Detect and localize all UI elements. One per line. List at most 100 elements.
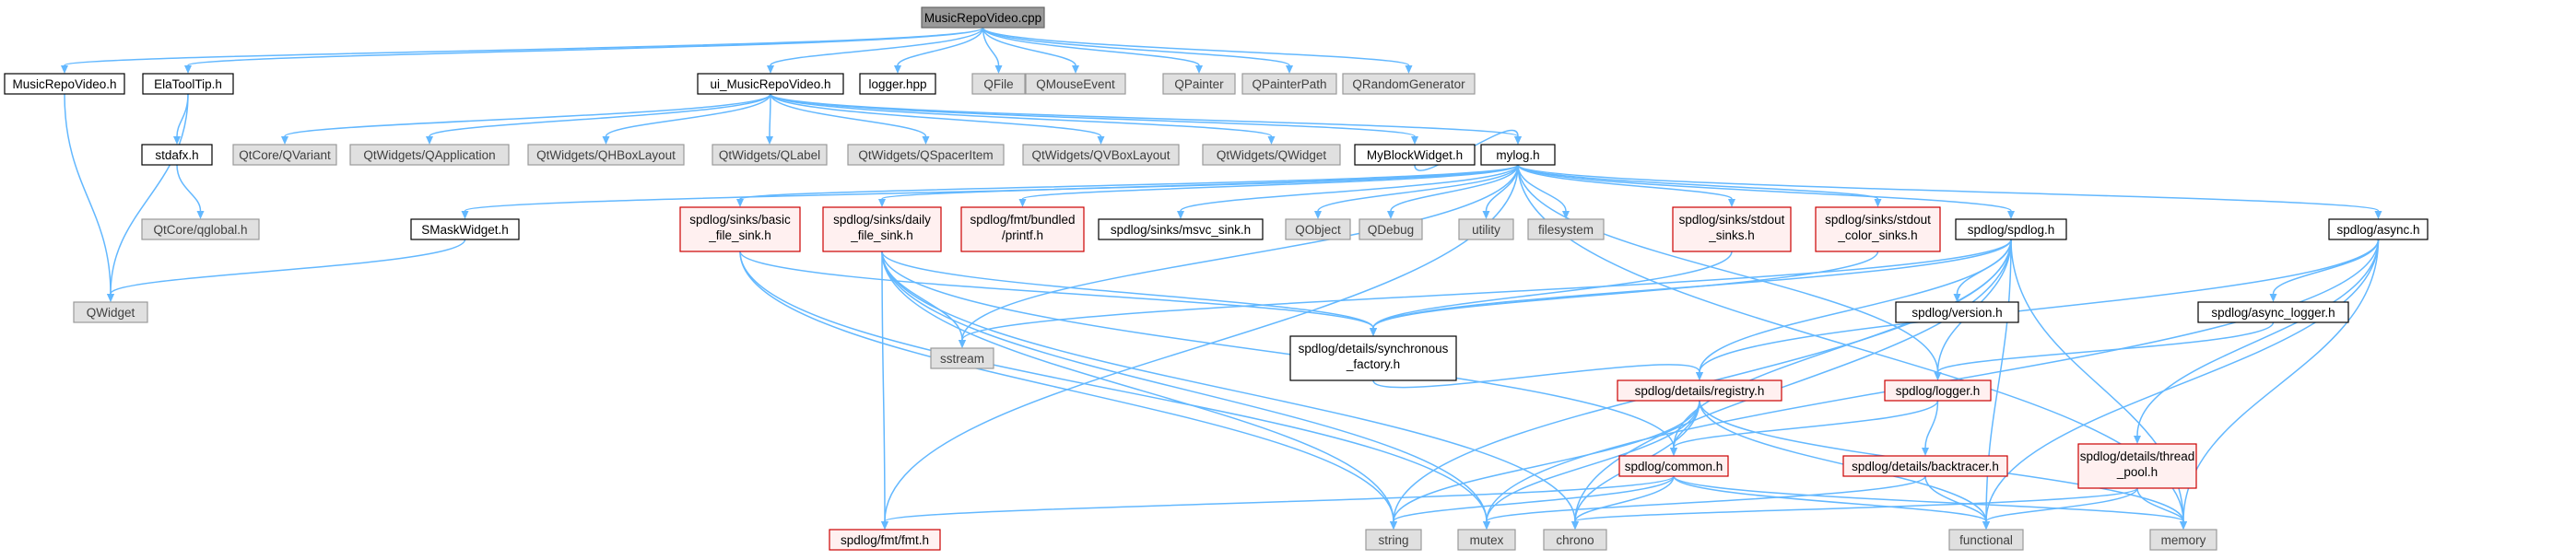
edge-arrowhead	[1514, 136, 1522, 145]
edge-arrowhead	[994, 65, 1003, 74]
node-myblockwidget-h[interactable]: MyBlockWidget.h	[1354, 144, 1476, 166]
node-label: spdlog/sinks/msvc_sink.h	[1111, 223, 1251, 237]
node-musicrepovideo-cpp[interactable]: MusicRepoVideo.cpp	[921, 6, 1045, 29]
edge-arrowhead	[1411, 136, 1418, 145]
edge-arrowhead	[1696, 372, 1703, 380]
node-box	[1457, 529, 1516, 551]
node-synchronous-factory-h[interactable]: spdlog/details/synchronous_factory.h	[1289, 335, 1457, 381]
edge-arrowhead	[1405, 65, 1413, 74]
edge-arrowhead	[1267, 136, 1276, 145]
node-qtcore-qvariant[interactable]: QtCore/QVariant	[232, 144, 337, 166]
node-qtwidgets-qvboxlayout[interactable]: QtWidgets/QVBoxLayout	[1022, 144, 1180, 166]
node-registry-h[interactable]: spdlog/details/registry.h	[1617, 379, 1782, 402]
edge-line	[982, 27, 1410, 66]
node-msvc-sink-h[interactable]: spdlog/sinks/msvc_sink.h	[1098, 218, 1264, 240]
edge-arrowhead	[894, 65, 901, 74]
node-stdout-sinks-h[interactable]: spdlog/sinks/stdout_sinks.h	[1672, 206, 1792, 252]
node-elatooltip-h[interactable]: ElaToolTip.h	[142, 73, 234, 95]
node-label: spdlog/sinks/stdout	[1825, 213, 1931, 227]
include-edge-logger-h-to-common-h	[1670, 400, 1939, 456]
node-qtwidgets-qspaceritem[interactable]: QtWidgets/QSpacerItem	[847, 144, 1005, 166]
include-edge-spdlog-h-to-sstream	[959, 239, 2012, 348]
node-ui-musicrepovideo-h[interactable]: ui_MusicRepoVideo.h	[697, 73, 844, 95]
node-qtcore-qglobal-h[interactable]: QtCore/qglobal.h	[141, 218, 260, 240]
node-label: QtWidgets/QApplication	[363, 148, 495, 162]
node-qmouseevent[interactable]: QMouseEvent	[1025, 73, 1126, 95]
node-async-logger-h[interactable]: spdlog/async_logger.h	[2197, 301, 2349, 323]
node-memory[interactable]: memory	[2149, 529, 2217, 551]
node-label: _factory.h	[1346, 357, 1400, 371]
node-label: sstream	[940, 352, 984, 366]
include-edge-thread-pool-h-to-chrono	[1571, 487, 2138, 530]
include-edge-common-h-to-chrono	[1571, 475, 1675, 530]
node-functional[interactable]: functional	[1948, 529, 2024, 551]
node-label: mylog.h	[1496, 148, 1539, 162]
node-label: _file_sink.h	[708, 228, 771, 242]
edge-line	[770, 27, 984, 66]
node-box	[1285, 218, 1351, 240]
edge-line	[770, 93, 1102, 137]
node-fmt-bundled-printf-h[interactable]: spdlog/fmt/bundled/printf.h	[960, 206, 1085, 252]
node-string[interactable]: string	[1365, 529, 1422, 551]
edge-line	[1924, 475, 1987, 522]
include-edge-spdlog-h-to-synchronous-factory-h	[1370, 239, 2012, 336]
edge-arrowhead	[1728, 199, 1735, 207]
node-qtwidgets-qapplication[interactable]: QtWidgets/QApplication	[349, 144, 510, 166]
node-qtwidgets-qlabel[interactable]: QtWidgets/QLabel	[712, 144, 828, 166]
edge-line	[64, 93, 112, 295]
node-qfile[interactable]: QFile	[971, 73, 1026, 95]
edge-arrowhead	[878, 199, 886, 207]
include-edge-ui-musicrepovideo-h-to-qtwidgets-qapplication	[426, 93, 771, 145]
node-qtwidgets-qwidget[interactable]: QtWidgets/QWidget	[1202, 144, 1341, 166]
node-qobject[interactable]: QObject	[1285, 218, 1351, 240]
edge-arrowhead	[426, 136, 433, 145]
node-thread-pool-h[interactable]: spdlog/details/thread_pool.h	[2077, 443, 2197, 489]
node-qtwidgets-qhboxlayout[interactable]: QtWidgets/QHBoxLayout	[527, 144, 685, 166]
node-box	[1618, 455, 1729, 477]
edge-line	[770, 93, 1273, 137]
node-backtracer-h[interactable]: spdlog/details/backtracer.h	[1842, 455, 2008, 477]
node-filesystem[interactable]: filesystem	[1527, 218, 1605, 240]
edge-arrowhead	[1670, 448, 1677, 456]
node-qdebug[interactable]: QDebug	[1359, 218, 1423, 240]
edge-arrowhead	[1874, 199, 1882, 207]
edge-arrowhead	[1483, 521, 1490, 530]
node-qrandomgenerator[interactable]: QRandomGenerator	[1342, 73, 1476, 95]
node-qpainterpath[interactable]: QPainterPath	[1241, 73, 1337, 95]
node-version-h[interactable]: spdlog/version.h	[1895, 301, 2019, 323]
edge-line	[739, 164, 1519, 200]
node-async-h[interactable]: spdlog/async.h	[2328, 218, 2429, 240]
node-label: spdlog/fmt/bundled	[970, 213, 1075, 227]
edge-line	[1673, 400, 1939, 449]
node-mylog-h[interactable]: mylog.h	[1480, 144, 1556, 166]
edge-line	[605, 93, 771, 137]
node-logger-hpp[interactable]: logger.hpp	[859, 73, 936, 95]
node-box	[1543, 529, 1607, 551]
node-qpainter[interactable]: QPainter	[1162, 73, 1236, 95]
node-spdlog-h[interactable]: spdlog/spdlog.h	[1955, 218, 2067, 240]
node-utility[interactable]: utility	[1458, 218, 1514, 240]
node-daily-file-sink-h[interactable]: spdlog/sinks/daily_file_sink.h	[822, 206, 942, 252]
node-mutex[interactable]: mutex	[1457, 529, 1516, 551]
node-chrono[interactable]: chrono	[1543, 529, 1607, 551]
node-box	[712, 144, 828, 166]
node-smaskwidget-h[interactable]: SMaskWidget.h	[410, 218, 520, 240]
node-stdout-color-sinks-h[interactable]: spdlog/sinks/stdout_color_sinks.h	[1815, 206, 1941, 252]
node-fmt-h[interactable]: spdlog/fmt/fmt.h	[829, 529, 941, 551]
node-label: ui_MusicRepoVideo.h	[710, 77, 830, 91]
include-edge-ui-musicrepovideo-h-to-qtwidgets-qwidget	[770, 93, 1276, 145]
include-edge-synchronous-factory-h-to-registry-h	[1372, 364, 1703, 389]
node-stdafx-h[interactable]: stdafx.h	[141, 144, 213, 166]
node-label: spdlog/sinks/basic	[689, 213, 791, 227]
edge-line	[176, 164, 202, 212]
edge-line	[884, 475, 1675, 522]
node-common-h[interactable]: spdlog/common.h	[1618, 455, 1729, 477]
node-musicrepovideo-h[interactable]: MusicRepoVideo.h	[4, 73, 125, 95]
node-sstream[interactable]: sstream	[930, 347, 994, 369]
node-basic-file-sink-h[interactable]: spdlog/sinks/basic_file_sink.h	[679, 206, 801, 252]
node-logger-h[interactable]: spdlog/logger.h	[1884, 379, 1992, 402]
node-qwidget[interactable]: QWidget	[73, 301, 148, 323]
edge-arrowhead	[1097, 136, 1105, 145]
edge-arrowhead	[2134, 436, 2141, 444]
include-edge-stdout-sinks-h-to-synchronous-factory-h	[1370, 251, 1733, 336]
